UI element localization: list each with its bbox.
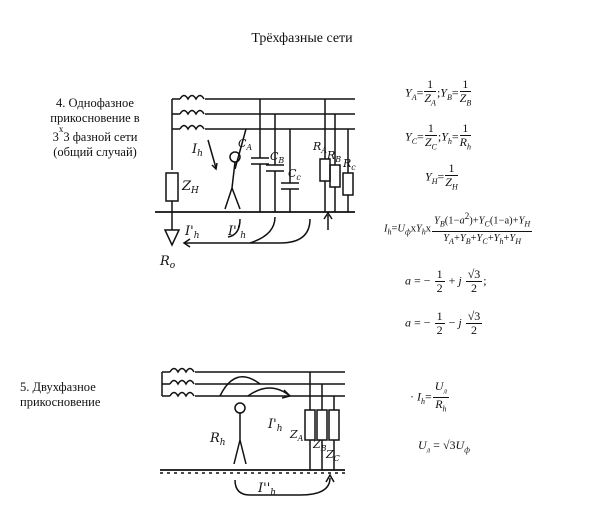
section-4-heading: 4. Однофазное прикосновение в 3х3 фазной… (30, 96, 160, 160)
svg-text:ZC: ZC (325, 448, 340, 463)
svg-text:I''h: I''h (257, 481, 276, 498)
svg-text:CB: CB (270, 150, 284, 165)
section-5-heading: 5. Двухфазное прикосновение (20, 380, 140, 410)
svg-text:I'h: I'h (184, 224, 200, 241)
ground-electrode-ro (163, 229, 181, 247)
section-4-line-1: 4. Однофазное (56, 96, 134, 110)
page-title: Трёхфазные сети (251, 31, 353, 46)
svg-text:Rh: Rh (209, 431, 226, 448)
person-arms (219, 376, 261, 397)
svg-text:I'h: I'h (267, 417, 283, 434)
section-4-line-3: 3 фазной сети (63, 130, 138, 145)
section-4-line-2: прикосновение в (50, 111, 140, 125)
svg-text:I''h: I''h (227, 224, 246, 241)
svg-text:Cc: Cc (288, 167, 301, 182)
svg-text:RB: RB (326, 149, 341, 164)
section-4-superscript: х (58, 124, 64, 134)
svg-text:RA: RA (312, 140, 327, 155)
svg-text:CA: CA (238, 137, 252, 152)
svg-text:Ih: Ih (191, 142, 203, 159)
section-4-line-3-wrap: 3х3 фазной сети (52, 124, 138, 145)
circuit-diagram-two-phase: Rh I'h ZA ZB ZC I''h (160, 367, 345, 498)
section-4-line-4: (общий случай) (53, 145, 137, 160)
impedance-zn (165, 172, 179, 202)
svg-text:Ro: Ro (159, 254, 176, 270)
svg-text:Rc: Rc (342, 157, 356, 172)
coil-b (179, 109, 205, 116)
section-5-line-2: прикосновение (20, 395, 101, 409)
svg-text:ZН: ZН (181, 179, 199, 196)
person-head-2 (234, 402, 246, 414)
formula-ul: Uл = √3Uф (418, 438, 470, 455)
svg-text:ZA: ZA (289, 428, 304, 443)
resistor-rb (329, 164, 341, 188)
resistor-ra (319, 158, 331, 182)
svg-text:ZB: ZB (312, 438, 327, 453)
circuit-diagram-single-phase: Ih ZН CA CB Cc RA RB Rc I'h I''h Ro (155, 94, 356, 270)
coil-a (179, 94, 205, 101)
resistor-rc (342, 172, 354, 196)
coil-c (179, 124, 205, 131)
section-5-line-1: 5. Двухфазное (20, 380, 96, 394)
